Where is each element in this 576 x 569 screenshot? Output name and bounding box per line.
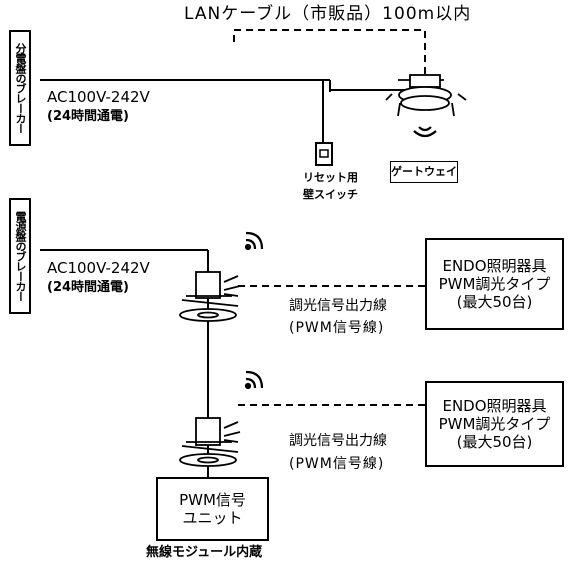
wireless-icon-2 (244, 370, 264, 390)
gateway-label-box: ゲートウェイ (390, 161, 458, 183)
lan-cable-line (233, 29, 426, 75)
reset-switch-label-line2: 壁スイッチ (303, 188, 358, 201)
fixture-box-1-line1: ENDO照明器具 (442, 257, 547, 275)
bottom-breaker-label: 電源盤のブレーカー (14, 211, 27, 301)
top-voltage-label: AC100V-242V (47, 88, 150, 106)
pwm-unit-line2: ユニット (182, 509, 243, 527)
fixture-box-1: ENDO照明器具 PWM調光タイプ (最大50台) (425, 238, 564, 330)
signal-line-1-label: 調光信号出力線 (289, 298, 387, 314)
wireless-module-label: 無線モジュール内蔵 (146, 545, 263, 560)
reset-switch-icon (315, 142, 333, 166)
pwm-unit-line1: PWM信号 (179, 491, 246, 509)
bottom-hours-label: (24時間通電) (47, 280, 129, 295)
top-breaker-label-box: 分電盤のブレーカー (9, 30, 31, 146)
fixture-box-1-line3: (最大50台) (456, 293, 533, 311)
gateway-device-icon (385, 74, 467, 117)
gateway-label: ゲートウェイ (391, 165, 457, 179)
signal-line-1-sublabel: (PWM信号線) (289, 320, 385, 336)
top-hours-label: (24時間通電) (47, 109, 129, 124)
fixture-box-2-line2: PWM調光タイプ (438, 415, 551, 433)
signal-line-2-sublabel: (PWM信号線) (289, 456, 385, 472)
fixture-box-1-line2: PWM調光タイプ (438, 275, 551, 293)
gateway-wireless-icon (413, 126, 437, 138)
pwm-unit-box: PWM信号 ユニット (156, 477, 269, 541)
controller-device-2-icon (179, 417, 241, 467)
bottom-voltage-label: AC100V-242V (47, 259, 150, 277)
fixture-box-2-line1: ENDO照明器具 (442, 397, 547, 415)
controller-device-1-icon (179, 271, 241, 322)
signal-line-2-label: 調光信号出力線 (289, 433, 387, 449)
fixture-box-2: ENDO照明器具 PWM調光タイプ (最大50台) (425, 381, 564, 467)
reset-switch-label-line1: リセット用 (303, 171, 358, 184)
lan-cable-label: LANケーブル（市販品）100m以内 (184, 4, 472, 24)
wireless-icon-1 (244, 231, 264, 251)
bottom-breaker-label-box: 電源盤のブレーカー (9, 198, 31, 314)
fixture-box-2-line3: (最大50台) (456, 433, 533, 451)
top-breaker-label: 分電盤のブレーカー (14, 43, 27, 133)
